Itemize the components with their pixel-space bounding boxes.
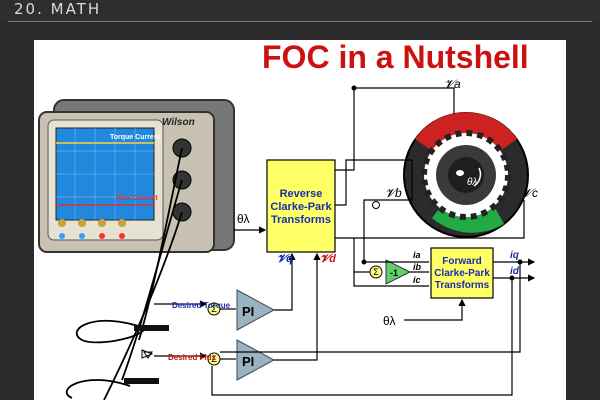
va-label: 𝓥a [444, 77, 461, 91]
pi-torque-block [236, 289, 276, 331]
theta-forward-label: θλ [383, 314, 395, 328]
id-label: id [510, 266, 520, 277]
header-bar: 20. MATH [0, 0, 600, 22]
sum-ib-sigma: Σ [373, 267, 379, 277]
wire-vd [274, 252, 321, 361]
wire-vc [335, 200, 525, 239]
vb-crossover [372, 201, 380, 209]
vc-label: 𝓥c [522, 186, 538, 200]
scope-knob[interactable] [98, 219, 106, 227]
wire-vb-top [335, 159, 412, 206]
wire-vq [274, 252, 296, 311]
desired-flux-label: Desired Flux [168, 353, 217, 362]
vq-label: 𝓥q [277, 253, 293, 265]
invert-block [385, 259, 412, 285]
ia-label: ia [413, 250, 421, 260]
oscilloscope: Torque Current Flux Current Wilson [38, 99, 235, 253]
theta-input-label: θλ [237, 212, 249, 226]
scope-knob[interactable] [58, 219, 66, 227]
reverse-clarke-park-block [266, 159, 336, 253]
probe-cables [65, 147, 183, 400]
slide: FOC in a Nutshell Torque Current Flux Cu… [34, 40, 566, 400]
sum-torque-sigma: Σ [211, 304, 217, 314]
vd-label: 𝓥d [320, 253, 336, 265]
scope-knob[interactable] [78, 219, 86, 227]
wire-ic [353, 238, 429, 287]
scope-button[interactable] [99, 233, 105, 239]
forward-line2: Clarke-Park [434, 268, 490, 279]
invert-label: -1 [390, 268, 398, 278]
desired-torque-label: Desired Torque [172, 301, 231, 310]
foc-diagram: FOC in a Nutshell Torque Current Flux Cu… [38, 40, 538, 400]
forward-line3: Transforms [435, 280, 490, 291]
forward-clarke-park-block [430, 247, 494, 299]
ground-symbols [143, 351, 153, 359]
section-title: 20. MATH [14, 0, 102, 18]
motor: θλ [403, 112, 529, 238]
wire-theta-fwd [404, 298, 466, 321]
reverse-line3: Transforms [271, 214, 331, 226]
scope-button[interactable] [59, 233, 65, 239]
scope-brand: Wilson [162, 117, 195, 128]
flux-trace-label: Flux Current [116, 195, 158, 202]
scope-button[interactable] [79, 233, 85, 239]
torque-trace-label: Torque Current [110, 134, 161, 141]
sum-flux-sigma: Σ [211, 354, 217, 364]
forward-line1: Forward [442, 256, 481, 267]
ib-label: ib [413, 262, 422, 272]
header-rule [8, 21, 592, 22]
vb-label: 𝓥b [385, 186, 402, 200]
pi-flux-label: PI [242, 354, 254, 369]
reverse-line1: Reverse [280, 188, 323, 200]
wire-iq-feedback [220, 262, 521, 353]
pi-torque-label: PI [242, 304, 254, 319]
ic-label: ic [413, 275, 421, 285]
theta-motor-label: θλ [467, 177, 477, 188]
reverse-line2: Clarke-Park [270, 201, 332, 213]
scope-knob[interactable] [118, 219, 126, 227]
pi-flux-block [236, 339, 276, 381]
slide-title: FOC in a Nutshell [262, 40, 529, 75]
iq-label: iq [510, 250, 519, 261]
wire-ia [363, 160, 429, 263]
scope-button[interactable] [119, 233, 125, 239]
wire-id-feedback [211, 278, 513, 396]
